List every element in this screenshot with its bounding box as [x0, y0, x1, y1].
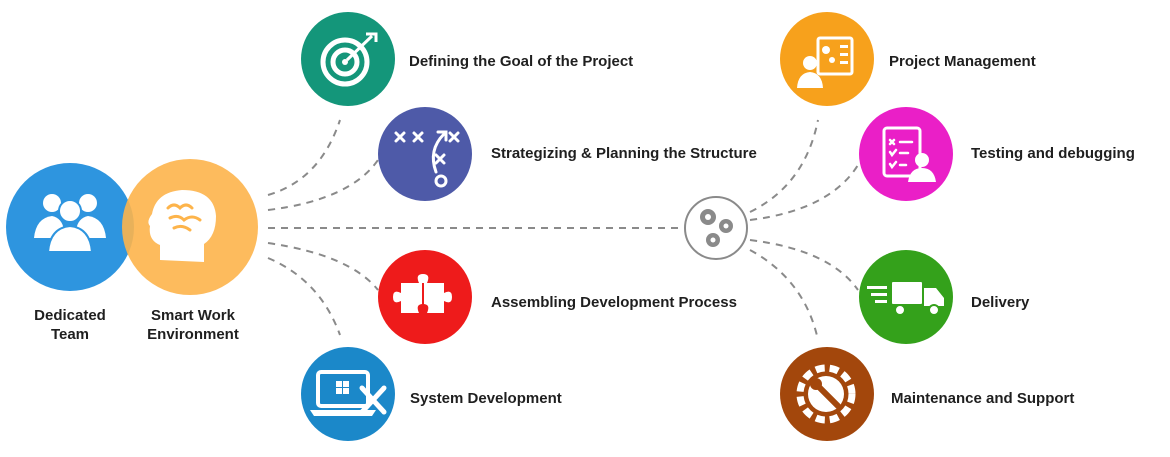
- pm-label: Project Management: [889, 53, 1036, 70]
- smart-work-label: Smart Work Environment: [138, 306, 248, 344]
- team-icon: [34, 194, 106, 253]
- project-management-icon: [797, 36, 854, 88]
- hub-circle: [684, 196, 748, 260]
- delivery-truck-icon: [867, 282, 944, 316]
- target-icon: [320, 32, 378, 87]
- puzzle-icon: [393, 274, 452, 313]
- connector-pm: [749, 119, 819, 213]
- smart-work-label-line2: Environment: [147, 326, 239, 343]
- connector-goal: [267, 119, 341, 196]
- connector-strategy: [267, 159, 379, 211]
- testing-checklist-icon: [882, 126, 936, 182]
- connector-assembling: [267, 242, 379, 291]
- gears-icon: [700, 209, 733, 247]
- connector-delivery: [749, 239, 859, 291]
- connector-maintenance: [749, 249, 819, 341]
- maintenance-label: Maintenance and Support: [891, 390, 1075, 407]
- laptop-tools-icon: [310, 370, 387, 416]
- goal-label: Defining the Goal of the Project: [409, 53, 634, 70]
- testing-label: Testing and debugging: [971, 145, 1135, 162]
- dedicated-team-label-line2: Team: [50, 326, 90, 343]
- dedicated-team-label-line1: Dedicated: [34, 307, 106, 324]
- strategy-label: Strategizing & Planning the Structure: [491, 145, 757, 162]
- brain-icon: [148, 190, 216, 262]
- smart-work-label-line1: Smart Work: [151, 307, 235, 324]
- strategy-circle: [378, 107, 472, 201]
- connector-testing: [749, 164, 859, 221]
- delivery-label: Delivery: [971, 294, 1030, 311]
- pm-circle: [780, 12, 874, 106]
- strategy-play-icon: [394, 130, 460, 188]
- dedicated-team-label: Dedicated Team: [20, 306, 120, 344]
- connector-lines: [267, 119, 859, 341]
- system-dev-label: System Development: [410, 390, 562, 407]
- connector-system: [267, 257, 341, 336]
- wrench-gear-icon: [796, 364, 856, 424]
- assembling-label: Assembling Development Process: [491, 294, 737, 311]
